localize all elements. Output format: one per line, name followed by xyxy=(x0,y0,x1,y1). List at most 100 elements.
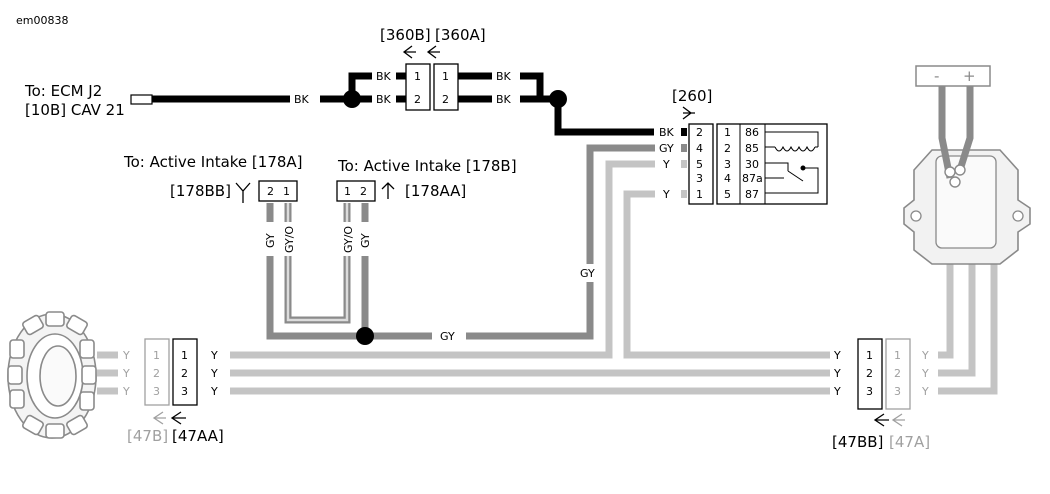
pin-47bb-1: 1 xyxy=(866,349,873,362)
ecm-connector: To: ECM J2 [10B] CAV 21 xyxy=(24,82,153,119)
regulator-terminal-block xyxy=(915,65,991,87)
relay-left-pin-2: 4 xyxy=(696,142,703,155)
relay-inner-pin-3: 3 xyxy=(724,158,731,171)
bk-label-360b-1: BK xyxy=(376,70,392,83)
pin-360b-2: 2 xyxy=(414,93,421,106)
pin-178aa-2: 2 xyxy=(360,185,367,198)
splice-gy xyxy=(356,327,374,345)
y-label-47b-1: Y xyxy=(122,349,130,362)
relay-terminal-85: 85 xyxy=(745,142,759,155)
relay-terminal-87: 87 xyxy=(745,188,759,201)
connector-178bb-symbol xyxy=(235,182,251,203)
relay-body xyxy=(716,123,828,205)
y-label-47aa-2: Y xyxy=(210,367,218,380)
relay-stub-y1 xyxy=(681,190,687,198)
gy-label-vertical: GY xyxy=(580,267,595,280)
y-label-47b-2: Y xyxy=(122,367,130,380)
y-label-47bb-1: Y xyxy=(833,349,841,362)
pin-178aa-1: 1 xyxy=(344,185,351,198)
relay-terminal-30: 30 xyxy=(745,158,759,171)
y-label-relay-1: Y xyxy=(662,188,670,201)
pin-360a-2: 2 xyxy=(442,93,449,106)
relay-left-pin-1: 2 xyxy=(696,126,703,139)
pin-47aa-3: 3 xyxy=(181,385,188,398)
active-intake-a-label: To: Active Intake [178A] xyxy=(123,153,303,171)
wire-y-relay-5 xyxy=(230,160,655,359)
pin-47bb-2: 2 xyxy=(866,367,873,380)
bk-label-ecm: BK xyxy=(294,93,310,106)
yellow-wires xyxy=(97,160,998,395)
relay-coil xyxy=(765,131,819,152)
wire-bk-relay xyxy=(554,99,654,136)
connector-47aa-body xyxy=(172,338,198,406)
gyo-wire xyxy=(284,203,351,324)
bk-label-360a-1: BK xyxy=(496,70,512,83)
y-label-47bb-3: Y xyxy=(833,385,841,398)
pin-47a-1: 1 xyxy=(894,349,901,362)
gyo-label-178aa: GY/O xyxy=(342,226,355,253)
gy-label-relay: GY xyxy=(659,142,674,155)
relay-inner-pin-1: 1 xyxy=(724,126,731,139)
relay-inner-pin-4: 4 xyxy=(724,172,731,185)
regulator-plus: + xyxy=(963,67,976,85)
connector-47bb-label: [47BB] xyxy=(832,433,883,451)
connector-360a-label: [360A] xyxy=(435,26,486,44)
gyo-label-178bb: GY/O xyxy=(283,226,296,253)
regulator-inputs xyxy=(944,164,966,188)
vlabel-bg xyxy=(262,222,374,256)
relay-left-pin-4: 3 xyxy=(696,172,703,185)
diagram-id: em00838 xyxy=(16,14,68,27)
pin-47a-2: 2 xyxy=(894,367,901,380)
regulator-minus: - xyxy=(934,67,939,85)
connector-360a-body xyxy=(433,63,459,111)
connector-178bb-body xyxy=(258,180,298,202)
connector-178aa-label: [178AA] xyxy=(405,182,466,200)
connector-47b-label: [47B] xyxy=(127,427,168,445)
relay-connector-body xyxy=(688,123,714,205)
ecm-terminal xyxy=(130,94,153,105)
y-label-47aa-1: Y xyxy=(210,349,218,362)
y-label-47a-2: Y xyxy=(921,367,929,380)
stator-icon xyxy=(7,311,97,439)
pin-47a-3: 3 xyxy=(894,385,901,398)
relay-stub-gy xyxy=(681,144,687,152)
y-label-47a-3: Y xyxy=(921,385,929,398)
connector-47bb-body xyxy=(857,338,883,410)
connector-178aa-symbol xyxy=(381,182,395,199)
active-intake-b-label: To: Active Intake [178B] xyxy=(337,157,517,175)
connector-47a-label: [47A] xyxy=(889,433,930,451)
gy-label-main: GY xyxy=(440,330,455,343)
y-label-relay-5: Y xyxy=(662,158,670,171)
relay-left-pin-5: 1 xyxy=(696,188,703,201)
pin-47bb-3: 3 xyxy=(866,385,873,398)
connector-178bb-label: [178BB] xyxy=(170,182,231,200)
bk-label-360b-2: BK xyxy=(376,93,392,106)
pin-178bb-1: 1 xyxy=(283,185,290,198)
connector-178aa-body xyxy=(336,180,376,202)
connector-360b-symbol xyxy=(402,45,416,59)
connector-47a-body xyxy=(885,338,911,410)
pin-360b-1: 1 xyxy=(414,70,421,83)
bk-label-relay: BK xyxy=(659,126,675,139)
wire-gy-relay xyxy=(586,144,655,264)
pin-47b-2: 2 xyxy=(153,367,160,380)
ecm-label-line2: [10B] CAV 21 xyxy=(25,101,125,119)
relay-stub-y5 xyxy=(681,160,687,168)
splice-bk-right xyxy=(549,90,567,108)
gy-label-178bb: GY xyxy=(264,233,277,248)
ecm-label-line1: To: ECM J2 xyxy=(24,82,102,100)
connector-47-right: 1 2 3 1 2 3 [47BB] [47A] xyxy=(832,338,930,451)
pin-47b-1: 1 xyxy=(153,349,160,362)
connector-360a-symbol xyxy=(426,45,440,59)
y-label-47a-1: Y xyxy=(921,349,929,362)
connector-360: [360B] [360A] 1 2 1 2 xyxy=(380,26,486,111)
connector-47aa-symbol xyxy=(170,411,186,425)
relay-switch xyxy=(765,162,819,194)
connector-47aa-label: [47AA] xyxy=(172,427,224,445)
relay-terminal-86: 86 xyxy=(745,126,759,139)
connector-47bb-symbol xyxy=(873,413,889,427)
wire-gyo-outer xyxy=(284,203,351,324)
wire-y-relay-1 xyxy=(623,190,830,359)
connector-260-label: [260] xyxy=(672,87,712,105)
connector-47-left: 1 2 3 1 2 3 [47B] [47AA] xyxy=(127,338,224,445)
